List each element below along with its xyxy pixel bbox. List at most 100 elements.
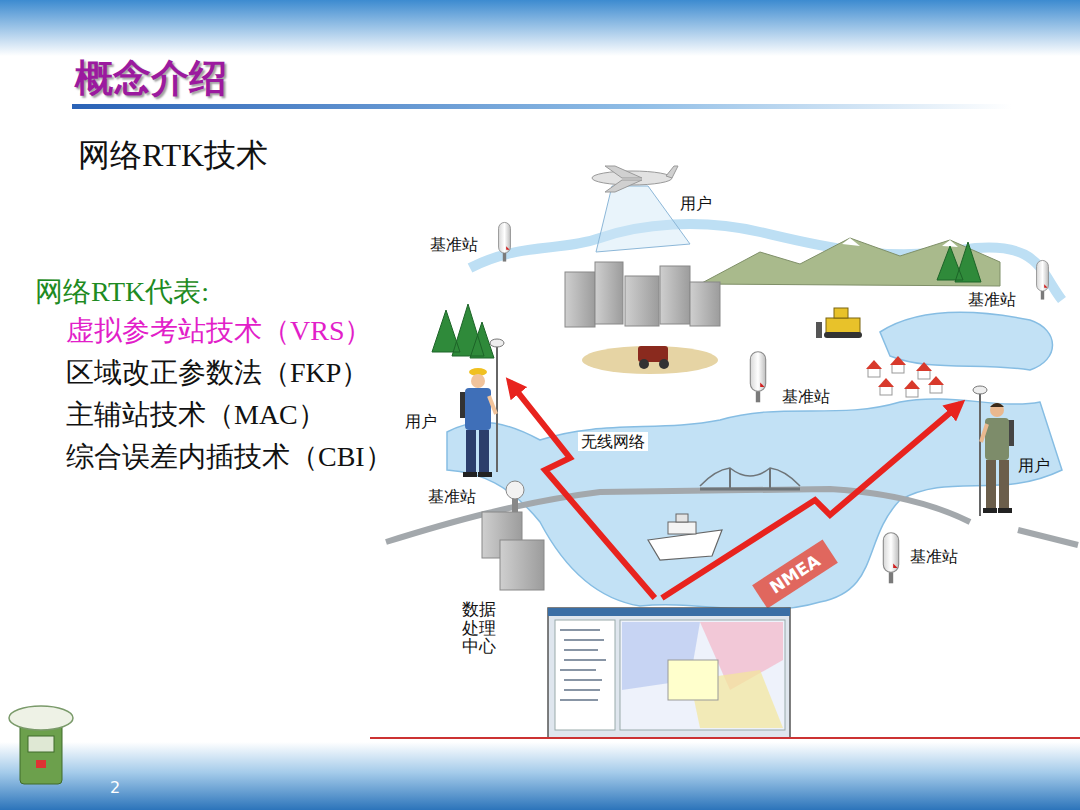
- surveyor-figure: [990, 403, 1004, 407]
- field: [659, 359, 669, 369]
- slide-subtitle: 网络RTK技术: [78, 136, 268, 174]
- surveyor-figure: [983, 508, 997, 513]
- houses: [866, 360, 882, 369]
- city: [625, 276, 659, 326]
- gps-receiver-icon: [36, 760, 46, 768]
- mountains: [700, 238, 1000, 286]
- houses: [868, 368, 880, 377]
- field: [582, 346, 718, 374]
- slide-background: [72, 104, 1012, 109]
- surveyor-figure: [985, 418, 1009, 460]
- list-heading: 网络RTK代表:: [35, 275, 209, 309]
- node-label: 用户: [1018, 456, 1050, 475]
- houses: [904, 380, 920, 389]
- gps-receiver-icon: [20, 722, 62, 784]
- houses: [906, 388, 918, 397]
- airplane: [596, 186, 690, 252]
- node-label: 数据处理中心: [462, 600, 498, 656]
- houses: [878, 378, 894, 387]
- base-station-symbol: [499, 222, 511, 261]
- mountains: [842, 238, 958, 247]
- road: [1018, 530, 1078, 545]
- surveyor-figure: [973, 386, 987, 394]
- link-label: NMEA: [763, 549, 826, 600]
- city: [565, 262, 720, 327]
- mountains: [700, 238, 1000, 286]
- bridge: [700, 468, 800, 490]
- monitor-screen: [548, 608, 790, 616]
- gps-receiver-icon: [9, 706, 73, 730]
- houses: [930, 384, 942, 393]
- list-item: 综合误差内插技术（CBI）: [66, 440, 393, 474]
- city: [565, 272, 595, 327]
- houses: [916, 362, 932, 371]
- reference-building: [506, 481, 524, 499]
- water: [470, 224, 1062, 300]
- user-surveyor: 用户: [965, 390, 1060, 520]
- houses: [918, 370, 930, 379]
- surveyor-figure: [981, 424, 987, 442]
- surveyor-figure: [998, 508, 1012, 513]
- houses: [892, 364, 904, 373]
- surveyor-figure: [463, 472, 477, 477]
- city: [690, 282, 720, 326]
- airplane: [605, 166, 642, 192]
- bulldozer: [816, 308, 862, 338]
- page-number: 2: [110, 778, 120, 797]
- reference-building: [482, 481, 544, 590]
- surveyor-figure: [990, 403, 1004, 417]
- surveyor-figure: [496, 346, 498, 472]
- bridge: [729, 468, 731, 490]
- map-label: 基准站: [968, 290, 1016, 309]
- surveyor-figure: [490, 339, 504, 347]
- monitor-screen: [560, 630, 606, 700]
- bulldozer: [816, 322, 822, 338]
- city: [595, 262, 623, 324]
- bulldozer: [826, 318, 860, 333]
- trees: [432, 304, 494, 358]
- map-label: 用户: [680, 194, 712, 213]
- reference-building: [500, 540, 544, 590]
- water: [447, 224, 1062, 610]
- airplane: [666, 166, 678, 178]
- surveyor-figure: [479, 430, 489, 474]
- surveyor-figure: [986, 460, 996, 510]
- surveyor-figure: [471, 374, 485, 388]
- bulldozer: [834, 308, 848, 318]
- list-item: 主辅站技术（MAC）: [66, 398, 326, 432]
- surveyor-figure: [489, 396, 496, 414]
- ship: [648, 514, 722, 560]
- monitor-screen: [668, 660, 718, 700]
- monitor-screen: [548, 608, 790, 738]
- data-center: 数据处理中心: [455, 598, 792, 740]
- ship: [668, 522, 696, 534]
- field: [582, 346, 718, 374]
- monitor-screen: [620, 620, 785, 730]
- gps-receiver-icon: [28, 736, 54, 752]
- map-label: 基准站: [782, 387, 830, 406]
- houses: [928, 376, 944, 385]
- link-label: 无线网络: [578, 432, 648, 451]
- map-label: 基准站: [910, 547, 958, 566]
- base-station-symbol: [883, 533, 898, 584]
- surveyor-figure: [979, 393, 981, 516]
- bridge: [700, 468, 800, 486]
- surveyor-figure: [460, 339, 504, 477]
- node-label: 用户: [405, 412, 437, 431]
- city: [660, 266, 690, 324]
- bulldozer: [824, 332, 862, 338]
- surveyor-figure: [465, 388, 491, 430]
- list-item: 虚拟参考站技术（VRS）: [66, 314, 372, 348]
- surveyor-figure: [973, 386, 1014, 516]
- baseline-rule: [370, 738, 1080, 739]
- monitor-screen: [548, 608, 790, 738]
- map-label: 基准站: [430, 235, 478, 254]
- trees: [432, 242, 981, 358]
- connector-group: [510, 382, 961, 598]
- slide-title: 概念介绍: [75, 56, 227, 102]
- nmea-band: [752, 539, 838, 608]
- gps-receiver-icon: [9, 706, 73, 784]
